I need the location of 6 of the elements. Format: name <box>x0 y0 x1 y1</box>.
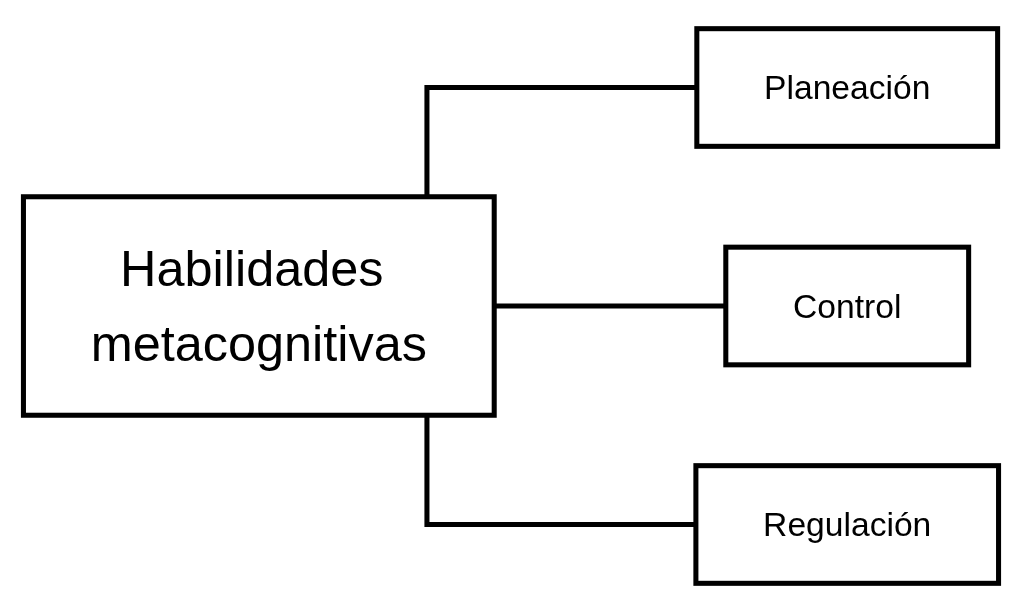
node-box: Habilidades metacognitivas <box>20 194 497 418</box>
node-box: Planeación <box>694 26 1001 149</box>
node-box: Regulación <box>693 463 1002 586</box>
node-box: Control <box>723 244 972 368</box>
connector <box>424 415 696 527</box>
connector <box>424 85 697 197</box>
